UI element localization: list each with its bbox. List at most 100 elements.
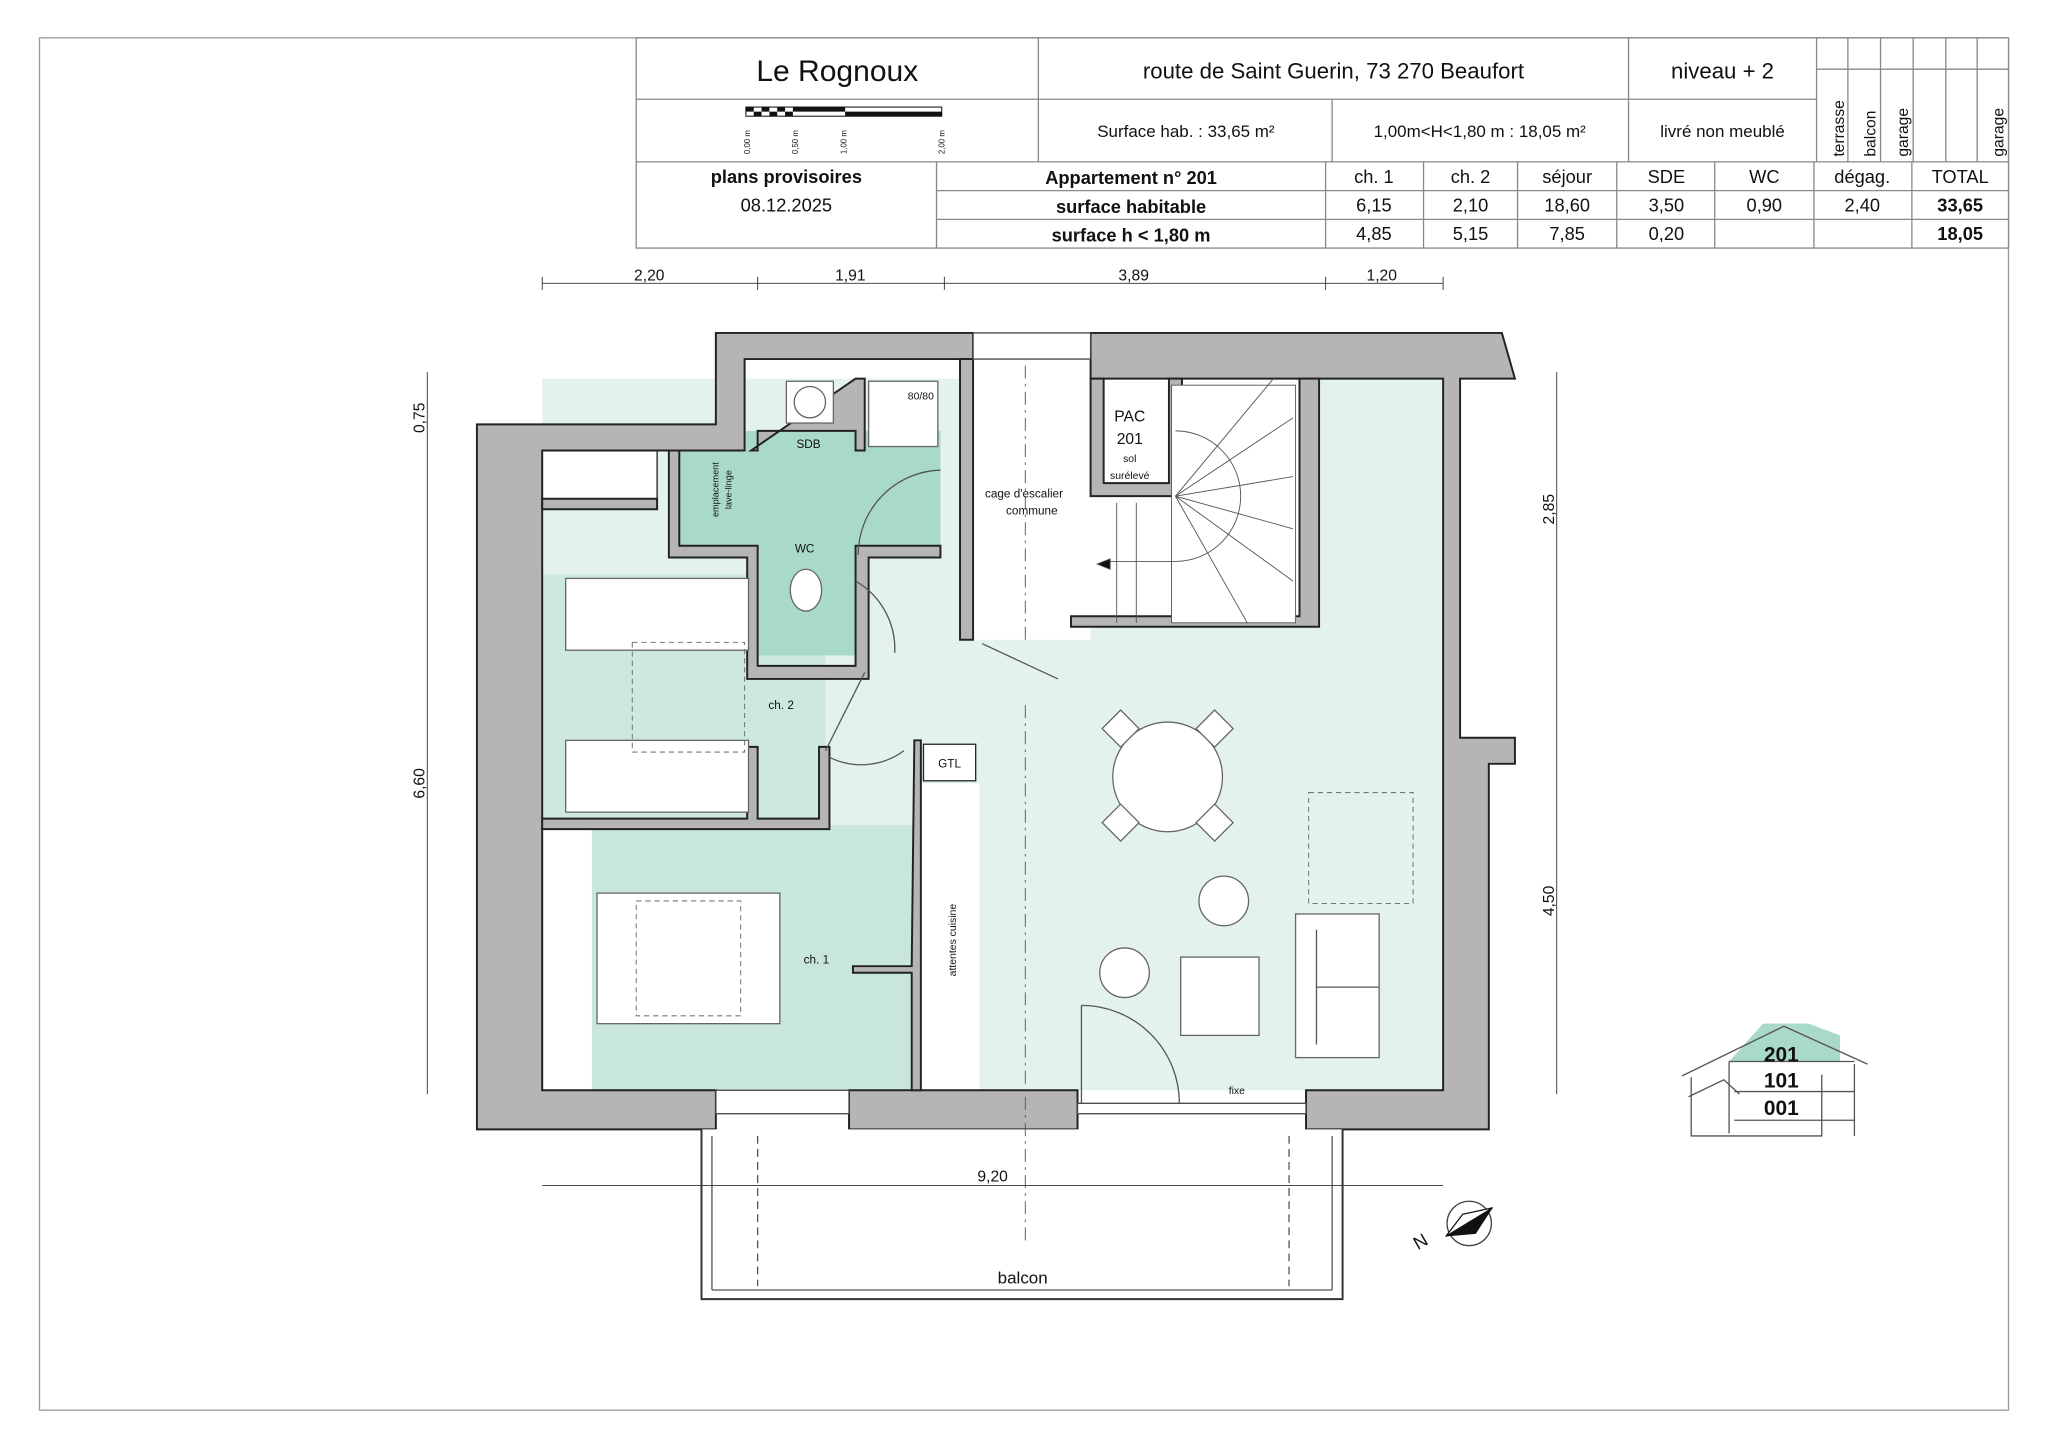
row-label: surface h < 1,80 m bbox=[1052, 225, 1211, 246]
dining-table bbox=[1112, 721, 1224, 833]
cell: 6,15 bbox=[1356, 195, 1392, 216]
window bbox=[715, 1089, 850, 1115]
cell: 4,85 bbox=[1356, 223, 1392, 244]
north-label: N bbox=[1409, 1229, 1431, 1254]
chair bbox=[1195, 709, 1235, 748]
label-wc: WC bbox=[795, 542, 815, 555]
dim-left: 6,60 bbox=[412, 768, 429, 799]
sink-basin bbox=[793, 385, 827, 419]
compass-icon bbox=[1446, 1200, 1493, 1247]
scale-label: 1,00 m bbox=[839, 130, 848, 154]
furniture bbox=[565, 577, 1414, 1059]
window-fixe bbox=[1076, 1102, 1307, 1115]
col-header: dégag. bbox=[1834, 166, 1890, 187]
label-balcon: balcon bbox=[998, 1268, 1048, 1287]
storage-left bbox=[541, 449, 658, 500]
title-block: Le Rognoux route de Saint Guerin, 73 270… bbox=[635, 37, 2010, 249]
label-gtl: GTL bbox=[938, 758, 961, 771]
cell: 0,90 bbox=[1747, 195, 1783, 216]
cell: 2,10 bbox=[1453, 195, 1489, 216]
cell: 0,20 bbox=[1649, 223, 1685, 244]
col-header: séjour bbox=[1542, 166, 1592, 187]
label-pac: surélevé bbox=[1110, 471, 1150, 482]
dim-right: 2,85 bbox=[1541, 494, 1558, 525]
col-header: TOTAL bbox=[1932, 166, 1989, 187]
vertical-label: terrasse bbox=[1831, 100, 1848, 157]
sofa bbox=[1294, 913, 1380, 1059]
vertical-label: balcon bbox=[1862, 111, 1879, 157]
project-name: Le Rognoux bbox=[756, 55, 918, 88]
dim-top: 1,91 bbox=[835, 268, 865, 285]
coffee-table bbox=[1180, 956, 1260, 1037]
dim-left: 0,75 bbox=[412, 402, 429, 433]
chair bbox=[1101, 803, 1141, 842]
col-header: ch. 2 bbox=[1451, 166, 1491, 187]
scale-label: 0,00 m bbox=[743, 130, 752, 154]
toilet bbox=[789, 568, 823, 612]
address: route de Saint Guerin, 73 270 Beaufort bbox=[1143, 58, 1524, 83]
cell: 3,50 bbox=[1649, 195, 1685, 216]
level: niveau + 2 bbox=[1671, 58, 1774, 83]
label-laundry: emplacement bbox=[710, 462, 720, 517]
tv-outline bbox=[1308, 792, 1414, 905]
bed-outline bbox=[631, 641, 746, 753]
gtl-box bbox=[922, 743, 977, 782]
surface-hab: Surface hab. : 33,65 m² bbox=[1097, 122, 1275, 141]
building-level-key: 201 101 001 bbox=[1681, 1023, 1868, 1137]
staircase bbox=[1024, 365, 1297, 640]
balcony: balcon bbox=[700, 1129, 1344, 1301]
scale-bar: 0,00 m 0,50 m 1,00 m 2,00 m bbox=[743, 106, 946, 154]
label-pac: PAC bbox=[1114, 409, 1145, 426]
room-labels: SDB emplacement lave-linge WC cage d'esc… bbox=[710, 409, 1245, 1097]
shower-size: 80/80 bbox=[908, 392, 934, 403]
row-label: surface habitable bbox=[1056, 196, 1206, 217]
label-ch2: ch. 2 bbox=[768, 699, 793, 712]
label-sdb: SDB bbox=[796, 438, 820, 451]
cell: 5,15 bbox=[1453, 223, 1489, 244]
col-header: ch. 1 bbox=[1354, 166, 1394, 187]
bed-double bbox=[596, 892, 781, 1025]
chair bbox=[1101, 709, 1141, 748]
doors bbox=[824, 469, 1181, 1104]
apartment-title: Appartement n° 201 bbox=[1045, 167, 1217, 188]
floor-areas bbox=[541, 359, 1444, 1091]
label-stair: cage d'escalier bbox=[985, 487, 1063, 500]
col-header: WC bbox=[1749, 166, 1779, 187]
level-001: 001 bbox=[1764, 1097, 1799, 1120]
chair bbox=[1195, 803, 1235, 842]
dim-right: 4,50 bbox=[1541, 885, 1558, 916]
windows bbox=[715, 332, 1307, 1115]
bed-single bbox=[565, 577, 750, 651]
level-101: 101 bbox=[1764, 1070, 1799, 1093]
window bbox=[972, 332, 1092, 360]
dimension-bottom: 9,20 bbox=[542, 705, 1444, 1241]
vertical-label: garage bbox=[1990, 108, 2007, 157]
bathroom-fixtures: 80/80 bbox=[785, 380, 939, 612]
shower bbox=[867, 380, 939, 448]
label-stair: commune bbox=[1006, 504, 1058, 517]
label-laundry: lave-linge bbox=[724, 470, 734, 509]
cell: 7,85 bbox=[1549, 223, 1585, 244]
label-kitchen: attentes cuisine bbox=[948, 904, 959, 977]
dim-top: 1,20 bbox=[1367, 268, 1398, 285]
label-pac: sol bbox=[1123, 454, 1136, 465]
plan-date: 08.12.2025 bbox=[741, 195, 832, 216]
furnishing: livré non meublé bbox=[1660, 122, 1785, 141]
scale-label: 0,50 m bbox=[791, 130, 800, 154]
kitchen-strip bbox=[920, 783, 980, 1091]
stair-cage bbox=[973, 359, 1091, 640]
scale-label: 2,00 m bbox=[937, 130, 946, 154]
level-201: 201 bbox=[1764, 1044, 1799, 1067]
surface-low: 1,00m<H<1,80 m : 18,05 m² bbox=[1374, 122, 1587, 141]
cell: 18,60 bbox=[1544, 195, 1590, 216]
label-fixe: fixe bbox=[1229, 1086, 1245, 1097]
dim-top: 2,20 bbox=[634, 268, 665, 285]
plan-status: plans provisoires bbox=[711, 166, 862, 187]
cell-total: 18,05 bbox=[1937, 223, 1983, 244]
dim-top: 3,89 bbox=[1118, 268, 1148, 285]
surface-table-cells: ch. 1 ch. 2 séjour SDE WC dégag. TOTAL 6… bbox=[1354, 166, 1989, 244]
bathroom bbox=[679, 430, 941, 558]
dimension-lines: 2,20 1,91 3,89 1,20 0,75 6,60 2,85 4,50 bbox=[412, 268, 1558, 1095]
stool bbox=[1198, 875, 1250, 927]
